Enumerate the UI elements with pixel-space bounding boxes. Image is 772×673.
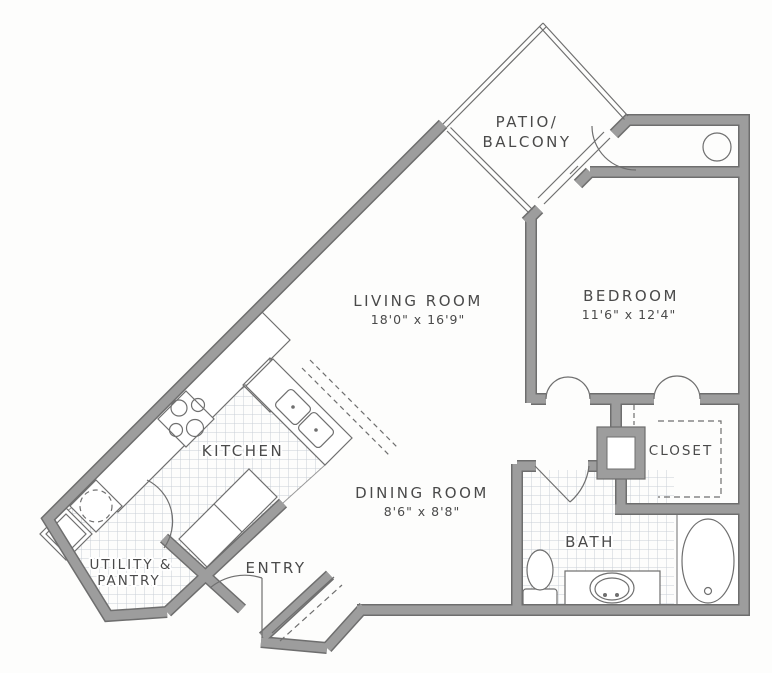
- burner-icon: [185, 418, 205, 438]
- living-room-dims: 18'0" x 16'9": [371, 312, 465, 327]
- dining-room-dims: 8'6" x 8'8": [384, 504, 461, 519]
- dining-room-label: DINING ROOM: [355, 484, 489, 502]
- utility-label-line1: UTILITY &: [90, 557, 173, 573]
- entry-label: ENTRY: [246, 559, 307, 577]
- closet-shelf-dashed: [658, 420, 722, 498]
- toilet-tank: [522, 588, 558, 607]
- bath-door-arc: [569, 465, 590, 503]
- entry-door-arc: [209, 574, 263, 589]
- water-heater-icon: [702, 132, 732, 162]
- patio-railing: [539, 22, 629, 120]
- faucet-dot: [603, 593, 607, 597]
- utility-door-arc: [146, 479, 174, 549]
- thin-lines: [146, 22, 732, 642]
- kitchen-fixtures: [39, 311, 353, 568]
- kitchen-label: KITCHEN: [202, 442, 285, 460]
- faucet-dot: [291, 405, 295, 409]
- bath-fixtures: [522, 511, 740, 608]
- patio-railing: [446, 127, 533, 214]
- room-labels: PATIO/ BALCONY LIVING ROOM 18'0" x 16'9"…: [88, 113, 713, 591]
- bath-door-leaf: [534, 465, 571, 503]
- closet-label: CLOSET: [649, 443, 713, 459]
- washer-drum: [79, 489, 113, 523]
- entry-recess-panel: [271, 576, 335, 634]
- vanity-sink-bowl: [594, 577, 630, 601]
- bedroom-dims: 11'6" x 12'4": [582, 307, 676, 322]
- burner-icon: [190, 397, 206, 413]
- patio-label-line2: BALCONY: [482, 133, 571, 151]
- patio-label-line1: PATIO/: [496, 113, 559, 131]
- bath-label: BATH: [565, 533, 615, 551]
- faucet-dot: [615, 593, 619, 597]
- utility-label-line2: PANTRY: [97, 573, 161, 589]
- burner-icon: [168, 422, 184, 438]
- laundry-closet-door-arc: [591, 125, 637, 171]
- entry-recess-panel-dashed: [279, 584, 343, 642]
- upper-cabinet-dashed: [301, 359, 400, 458]
- bedroom-label: BEDROOM: [583, 287, 679, 305]
- tub-drain: [703, 586, 713, 596]
- faucet-dot: [314, 428, 318, 432]
- patio-railing: [442, 22, 547, 128]
- peninsula-divider: [213, 503, 243, 533]
- mechanical-closet: [596, 426, 646, 480]
- bedroom-door-arcs: [545, 375, 701, 400]
- living-room-label: LIVING ROOM: [353, 292, 483, 310]
- bathtub-icon: [681, 518, 735, 604]
- washer-icon: [69, 479, 123, 533]
- toilet-bowl-icon: [526, 549, 554, 591]
- burner-icon: [170, 399, 188, 417]
